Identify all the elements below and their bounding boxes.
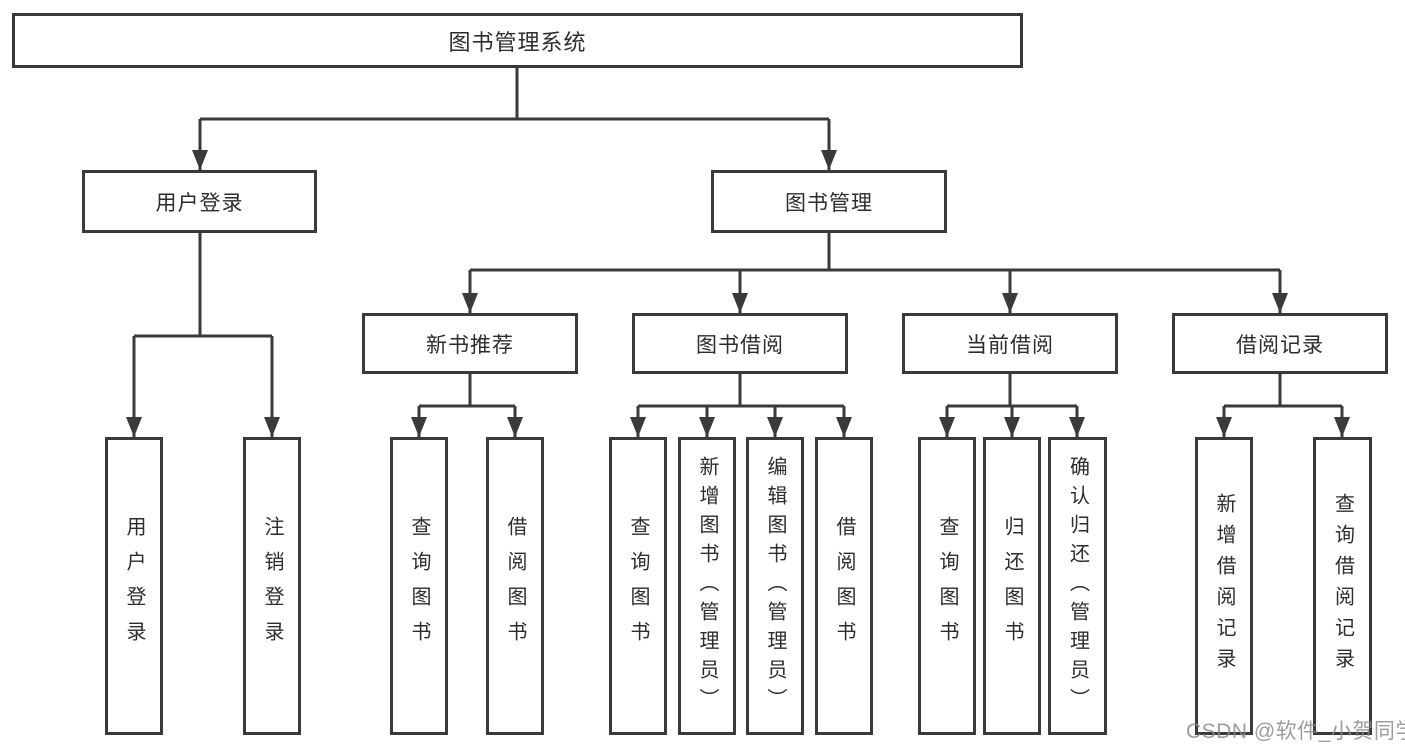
node-label: 用户登录 — [123, 516, 145, 656]
node-label: 查询借阅记录 — [1331, 493, 1354, 679]
node-new-book-recommendation: 新书推荐 — [362, 313, 578, 374]
leaf-confirm-return-admin: 确认归还（管理员） — [1048, 437, 1107, 735]
node-label: 编辑图书（管理员） — [764, 455, 786, 717]
node-label: 图书借阅 — [696, 333, 784, 357]
leaf-borrow-books: 借阅图书 — [815, 437, 873, 735]
node-label: 用户登录 — [155, 191, 244, 215]
node-label: 查询图书 — [936, 516, 958, 656]
node-label: 图书管理 — [785, 191, 873, 215]
node-label: 确认归还（管理员） — [1066, 455, 1089, 717]
csdn-watermark: CSDN @软件_小贺同学 — [1186, 720, 1405, 743]
node-user-login: 用户登录 — [82, 170, 317, 233]
node-library-management-system: 图书管理系统 — [12, 13, 1023, 68]
node-label: 当前借阅 — [966, 333, 1054, 357]
connector-lines — [132, 68, 1344, 437]
node-book-borrowing: 图书借阅 — [632, 313, 848, 374]
node-label: 借阅图书 — [833, 516, 855, 656]
leaf-edit-books-admin: 编辑图书（管理员） — [746, 437, 804, 735]
node-label: 新书推荐 — [426, 333, 514, 357]
leaf-query-books-borrow: 查询图书 — [609, 437, 667, 735]
leaf-return-books: 归还图书 — [983, 437, 1041, 735]
node-label: 借阅图书 — [504, 516, 526, 656]
leaf-user-login: 用户登录 — [105, 437, 163, 735]
leaf-logout: 注销登录 — [243, 437, 301, 735]
node-label: 归还图书 — [1001, 516, 1023, 656]
leaf-add-books-admin: 新增图书（管理员） — [678, 437, 736, 735]
node-label: 注销登录 — [261, 516, 283, 656]
node-label: 新增借阅记录 — [1213, 493, 1235, 679]
leaf-borrow-books-recommend: 借阅图书 — [486, 437, 544, 735]
leaf-query-books-current: 查询图书 — [918, 437, 976, 735]
node-book-management: 图书管理 — [711, 170, 947, 233]
leaf-query-books-recommend: 查询图书 — [390, 437, 448, 735]
leaf-query-borrow-record: 查询借阅记录 — [1313, 437, 1372, 735]
leaf-add-borrow-record: 新增借阅记录 — [1195, 437, 1253, 735]
node-label: 查询图书 — [627, 516, 649, 656]
node-label: 图书管理系统 — [448, 29, 587, 55]
node-current-borrowing: 当前借阅 — [902, 313, 1118, 374]
node-label: 借阅记录 — [1236, 333, 1324, 357]
arrowheads — [126, 150, 1350, 437]
node-label: 查询图书 — [408, 516, 430, 656]
node-label: 新增图书（管理员） — [696, 455, 718, 717]
node-borrowing-records: 借阅记录 — [1172, 313, 1388, 374]
